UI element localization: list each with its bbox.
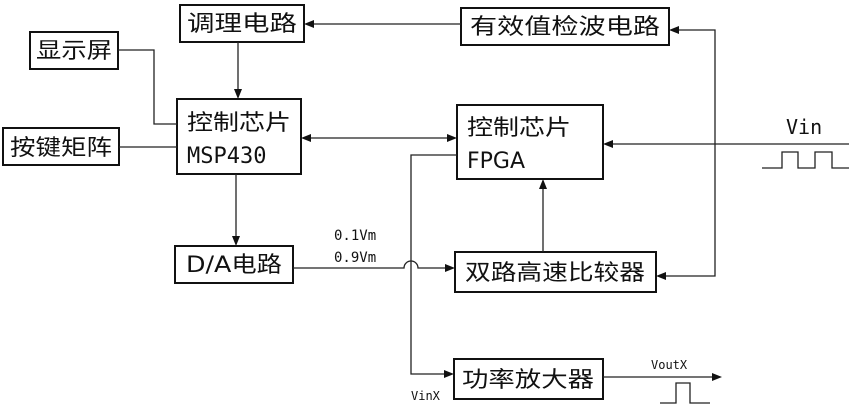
rms-detector-label: 有效值检波电路 <box>470 15 660 40</box>
keypad-label: 按键矩阵 <box>10 136 112 161</box>
mcu-label-line2: MSP430 <box>187 144 266 169</box>
display-block: 显示屏 <box>30 32 118 69</box>
wire-vin-input <box>603 140 849 148</box>
mcu-block: 控制芯片 MSP430 <box>177 99 301 174</box>
display-label: 显示屏 <box>36 39 112 64</box>
power-amp-label: 功率放大器 <box>462 368 594 393</box>
conditioning-circuit-block: 调理电路 <box>180 5 304 42</box>
wire-rms-to-conditioning <box>304 20 461 28</box>
wire-power-amp-output <box>603 373 722 381</box>
dac-label: D/A电路 <box>186 253 282 278</box>
vin-pulse-waveform-icon <box>762 152 849 168</box>
wire-display-to-mcu <box>118 50 177 124</box>
dac-block: D/A电路 <box>175 246 293 283</box>
threshold-label-low: 0.1Vm <box>334 228 376 244</box>
fpga-label-line1: 控制芯片 <box>467 116 571 141</box>
voutx-pulse-waveform-icon <box>660 383 710 403</box>
wire-vin-to-comparator <box>656 144 715 280</box>
comparator-block: 双路高速比较器 <box>455 252 656 292</box>
wire-mcu-to-dac <box>232 174 240 246</box>
threshold-label-high: 0.9Vm <box>334 250 376 266</box>
vinx-label: VinX <box>411 389 441 403</box>
mcu-label-line1: 控制芯片 <box>187 111 291 136</box>
fpga-block: 控制芯片 FPGA <box>457 105 603 179</box>
wire-mcu-fpga-bus <box>301 134 457 142</box>
conditioning-circuit-label: 调理电路 <box>187 12 297 37</box>
comparator-label: 双路高速比较器 <box>465 261 645 286</box>
vin-label: Vin <box>786 115 822 139</box>
keypad-block: 按键矩阵 <box>3 128 119 165</box>
wire-comparator-to-fpga <box>539 179 547 252</box>
power-amp-block: 功率放大器 <box>454 359 603 399</box>
fpga-label-line2: FPGA <box>467 149 525 174</box>
wire-conditioning-to-mcu <box>234 42 242 99</box>
wire-vin-to-rms <box>669 26 715 144</box>
voutx-label: VoutX <box>651 358 688 372</box>
rms-detector-block: 有效值检波电路 <box>461 8 669 45</box>
